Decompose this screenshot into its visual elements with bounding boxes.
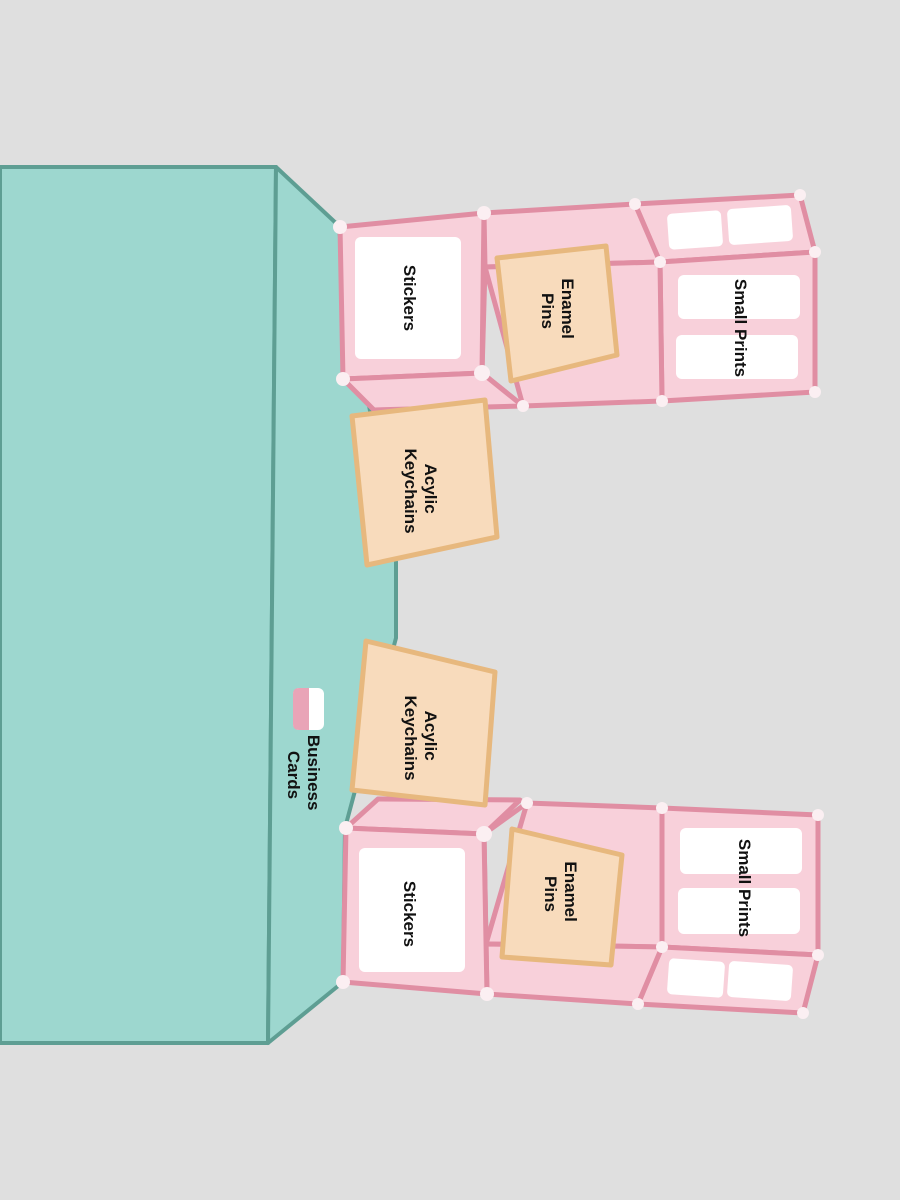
keychains-display-bottom: Acylic Keychains: [349, 638, 498, 808]
business-cards-line2: Cards: [284, 751, 303, 799]
keychains-line2: Keychains: [401, 695, 420, 780]
grid-rack-top: Stickers Enamel Pins Small Prints: [333, 189, 821, 413]
small-prints-label-bottom: Small Prints: [735, 839, 754, 937]
enamel-pins-card-bottom: [499, 826, 625, 968]
stickers-label-top: Stickers: [400, 265, 419, 331]
business-card-stack-icon: [293, 688, 324, 730]
stickers-panel-bottom: [359, 848, 465, 972]
enamel-pins-label-bottom: Enamel Pins: [541, 861, 580, 926]
table: [0, 165, 398, 1045]
enamel-pins-line2: Pins: [538, 293, 557, 329]
keychains-display-top: Acylic Keychains: [349, 397, 500, 568]
business-cards-label: Business Cards: [284, 735, 323, 815]
enamel-pins-line1: Enamel: [561, 861, 580, 921]
grid-rack-bottom: Stickers Enamel Pins Small Prints: [336, 796, 824, 1019]
keychains-card-top: [349, 397, 500, 568]
keychains-line2: Keychains: [401, 448, 420, 533]
keychains-line1: Acylic: [421, 711, 440, 761]
keychains-card-bottom: [349, 638, 498, 808]
enamel-pins-line2: Pins: [541, 876, 560, 912]
keychains-label-bottom: Acylic Keychains: [401, 695, 440, 780]
keychains-label-top: Acylic Keychains: [401, 448, 440, 533]
stickers-label-bottom: Stickers: [400, 881, 419, 947]
small-prints-label-top: Small Prints: [731, 279, 750, 377]
keychains-line1: Acylic: [421, 464, 440, 514]
enamel-pins-card-top: [494, 243, 620, 384]
enamel-pins-label-top: Enamel Pins: [538, 278, 577, 343]
business-cards-line1: Business: [304, 735, 323, 811]
enamel-pins-line1: Enamel: [558, 278, 577, 338]
table-top: [0, 165, 278, 1045]
stickers-panel-top: [355, 237, 461, 359]
business-cards: Business Cards: [284, 688, 324, 815]
